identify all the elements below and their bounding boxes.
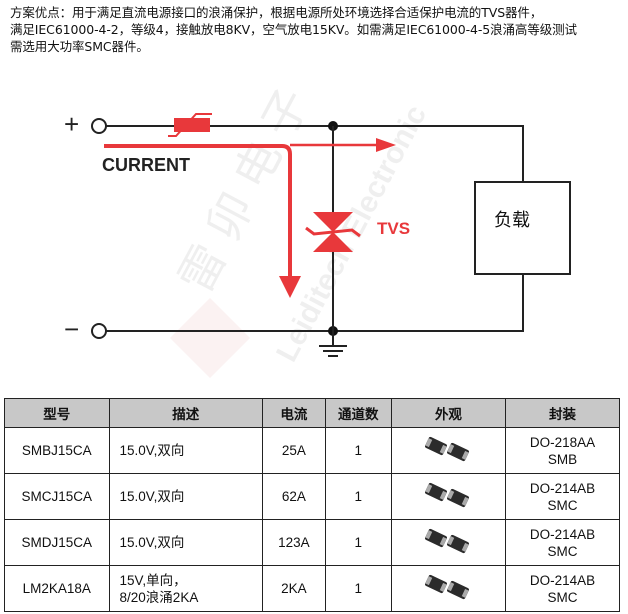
table-row: SMBJ15CA 15.0V,双向 25A 1 DO-218AA SMB — [4, 427, 620, 474]
cell-description-line: 8/20浪涌2KA — [119, 589, 199, 605]
parts-table: 型号 描述 电流 通道数 外观 封装 SMBJ15CA 15.0V,双向 25A… — [4, 398, 620, 612]
header-model: 型号 — [4, 398, 110, 428]
table-row: SMCJ15CA 15.0V,双向 62A 1 DO-214AB SMC — [4, 473, 620, 520]
package-line: DO-214AB — [529, 526, 596, 542]
tvs-label: TVS — [377, 219, 410, 238]
header-appearance: 外观 — [390, 398, 507, 428]
cell-channels: 1 — [324, 519, 392, 566]
package-line: DO-218AA — [529, 434, 596, 450]
cell-channels: 1 — [324, 473, 392, 520]
fuse-symbol — [168, 113, 212, 137]
cell-model: SMDJ15CA — [4, 519, 110, 566]
watermark-logo — [170, 298, 250, 378]
description-line: 满足IEC61000-4-2，等级4，接触放电8KV，空气放电15KV。如需满足… — [10, 22, 577, 37]
current-label: CURRENT — [102, 155, 190, 175]
header-description: 描述 — [108, 398, 264, 428]
load-label: 负载 — [494, 210, 530, 230]
cell-description: 15.0V,双向 — [108, 473, 264, 520]
load-box — [474, 181, 571, 275]
cell-description-line: 15V,单向， — [119, 572, 187, 588]
smd-package-icon — [425, 528, 470, 553]
header-channels: 通道数 — [324, 398, 392, 428]
cell-description: 15.0V,双向 — [108, 427, 264, 474]
smd-package-icon — [425, 482, 470, 507]
circuit-diagram: 雷 卯 电 子 Leiditech Electronic + − 负载 TVS … — [64, 88, 571, 378]
package-line: SMC — [547, 543, 578, 559]
cell-description-line: 15.0V,双向 — [119, 443, 185, 458]
header-current: 电流 — [262, 398, 326, 428]
description-line: 需选用大功率SMC器件。 — [10, 39, 149, 54]
cell-model: SMCJ15CA — [4, 473, 110, 520]
cell-appearance — [390, 427, 507, 474]
minus-label: − — [64, 314, 79, 344]
cell-description: 15V,单向， 8/20浪涌2KA — [108, 565, 264, 612]
cell-model: LM2KA18A — [4, 565, 110, 612]
cell-package: DO-218AA SMB — [505, 427, 620, 474]
cell-current: 62A — [262, 473, 326, 520]
header-package: 封装 — [505, 398, 620, 428]
package-line: SMC — [547, 589, 578, 605]
cell-package: DO-214AB SMC — [505, 519, 620, 566]
cell-channels: 1 — [324, 565, 392, 612]
plus-terminal — [91, 118, 107, 134]
smd-package-icon — [425, 574, 470, 599]
cell-appearance — [390, 473, 507, 520]
cell-description: 15.0V,双向 — [108, 519, 264, 566]
plus-label: + — [64, 109, 79, 139]
table-row: SMDJ15CA 15.0V,双向 123A 1 DO-214AB SMC — [4, 519, 620, 566]
smd-package-icon — [425, 436, 470, 461]
cell-package: DO-214AB SMC — [505, 565, 620, 612]
package-line: SMB — [547, 451, 578, 467]
package-line: DO-214AB — [529, 480, 596, 496]
cell-appearance — [390, 565, 507, 612]
description-text: 方案优点：用于满足直流电源接口的浪涌保护，根据电源所处环境选择合适保护电流的TV… — [10, 4, 622, 55]
package-line: SMC — [547, 497, 578, 513]
cell-package: DO-214AB SMC — [505, 473, 620, 520]
cell-current: 123A — [262, 519, 326, 566]
table-row: LM2KA18A 15V,单向， 8/20浪涌2KA 2KA 1 DO-214A… — [4, 565, 620, 612]
cell-current: 2KA — [262, 565, 326, 612]
ground-icon — [319, 345, 347, 357]
cell-description-line: 15.0V,双向 — [119, 535, 185, 550]
table-header-row: 型号 描述 电流 通道数 外观 封装 — [4, 398, 620, 428]
minus-terminal — [91, 323, 107, 339]
description-line: 方案优点：用于满足直流电源接口的浪涌保护，根据电源所处环境选择合适保护电流的TV… — [10, 5, 543, 20]
package-line: DO-214AB — [529, 572, 596, 588]
cell-model: SMBJ15CA — [4, 427, 110, 474]
tvs-diode-symbol — [305, 212, 361, 252]
cell-channels: 1 — [324, 427, 392, 474]
cell-appearance — [390, 519, 507, 566]
cell-current: 25A — [262, 427, 326, 474]
current-arrow — [104, 138, 396, 298]
cell-description-line: 15.0V,双向 — [119, 489, 185, 504]
